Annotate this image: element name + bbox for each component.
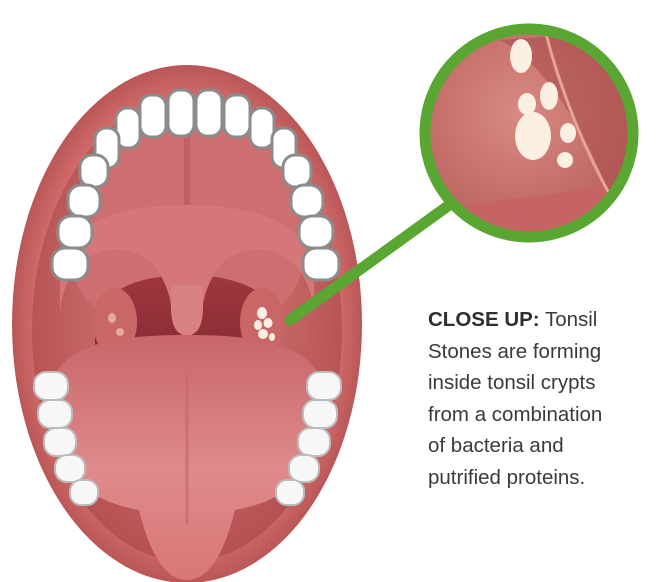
caption-line: Tonsil	[545, 308, 597, 331]
caption-line: putrified proteins.	[428, 466, 585, 489]
caption-line: inside tonsil crypts	[428, 371, 595, 394]
caption-line: from a combination	[428, 403, 602, 426]
uvula	[171, 285, 203, 336]
close-up-view	[425, 29, 640, 240]
caption-lead: CLOSE UP:	[428, 308, 540, 331]
caption-line: Stones are forming	[428, 340, 601, 363]
caption-line: of bacteria and	[428, 434, 564, 457]
